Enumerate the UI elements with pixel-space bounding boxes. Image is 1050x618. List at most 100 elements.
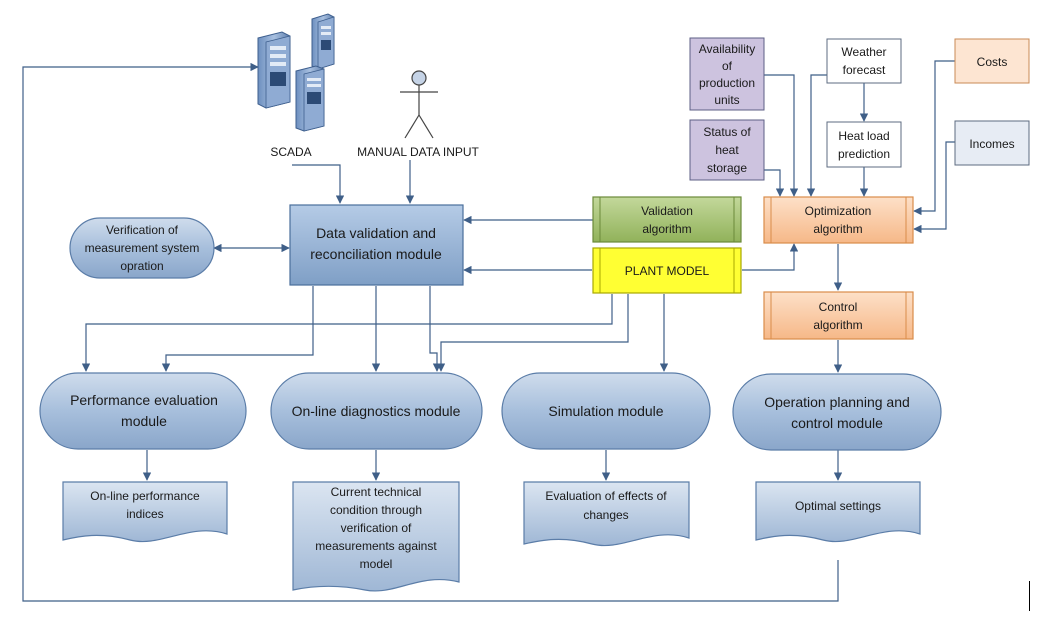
- svg-text:Evaluation of effects of: Evaluation of effects of: [545, 489, 667, 503]
- svg-text:heat: heat: [715, 143, 739, 157]
- availability-line-3: production: [699, 76, 755, 90]
- storage-line-1: Status of: [703, 125, 751, 139]
- costs-label: Costs: [977, 55, 1008, 69]
- validation-line-1: Validation: [641, 204, 693, 218]
- plant-model-label: PLANT MODEL: [625, 264, 710, 278]
- effects-line-1: Evaluation of effects of: [545, 489, 667, 503]
- svg-text:indices: indices: [126, 507, 163, 521]
- performance-module-node: Performance evaluation module: [39, 372, 247, 450]
- condition-line-1: Current technical: [331, 485, 422, 499]
- svg-text:algorithm: algorithm: [813, 222, 862, 236]
- plant-to-diagnostics-arrow: [436, 294, 629, 372]
- svg-text:Availability: Availability: [699, 42, 755, 56]
- server-icon-group: [257, 13, 335, 132]
- costs-node: Costs: [954, 38, 1030, 84]
- scada-to-dvr-arrow: [292, 164, 345, 204]
- availability-line-4: units: [714, 93, 739, 107]
- incomes-to-optimization-arrow: [913, 141, 955, 234]
- weather-line-2: forecast: [843, 63, 886, 77]
- heatload-line-2: prediction: [838, 147, 890, 161]
- dvr-to-performance-arrow: [161, 286, 314, 372]
- control-line-2: algorithm: [813, 318, 862, 332]
- server-icon: [257, 31, 291, 109]
- dvr-line-2: reconciliation module: [310, 246, 442, 262]
- dvr-module-node: Data validation and reconciliation modul…: [289, 204, 464, 286]
- person-icon: [400, 70, 438, 139]
- optimization-line-2: algorithm: [813, 222, 862, 236]
- dvr-line-1: Data validation and: [316, 225, 436, 241]
- svg-text:Weather: Weather: [841, 45, 886, 59]
- heat-load-node: Heat load prediction: [826, 121, 902, 168]
- svg-text:forecast: forecast: [843, 63, 886, 77]
- svg-text:algorithm: algorithm: [642, 222, 691, 236]
- verification-line-2: measurement system: [85, 241, 200, 255]
- weather-to-optimization-arrow: [806, 74, 827, 197]
- planning-module-node: Operation planning and control module: [732, 373, 942, 451]
- control-line-1: Control: [819, 300, 858, 314]
- svg-text:Control: Control: [819, 300, 858, 314]
- availability-to-optimization-arrow: [764, 74, 799, 197]
- condition-line-3: verification of: [341, 521, 412, 535]
- effects-line-2: changes: [583, 508, 628, 522]
- plant-to-optimization-arrow: [742, 243, 799, 271]
- optimal-settings-doc: Optimal settings: [755, 481, 921, 543]
- storage-to-optimization-arrow: [764, 169, 785, 197]
- availability-node: Availability of production units: [689, 37, 765, 111]
- server-icon: [295, 65, 325, 132]
- validation-line-2: algorithm: [642, 222, 691, 236]
- svg-text:Current technical: Current technical: [331, 485, 422, 499]
- svg-text:algorithm: algorithm: [813, 318, 862, 332]
- svg-text:Validation: Validation: [641, 204, 693, 218]
- svg-text:verification of: verification of: [341, 521, 412, 535]
- plant-model-node: PLANT MODEL: [592, 247, 742, 294]
- simulation-label: Simulation module: [548, 403, 663, 419]
- incomes-node: Incomes: [954, 120, 1030, 166]
- svg-text:Data validation and: Data validation and: [316, 225, 436, 241]
- svg-text:control module: control module: [791, 415, 883, 431]
- condition-line-4: measurements against: [315, 539, 437, 553]
- verification-line-3: opration: [120, 259, 163, 273]
- svg-text:units: units: [714, 93, 739, 107]
- costs-to-optimization-arrow: [913, 60, 955, 216]
- svg-text:Status of: Status of: [703, 125, 751, 139]
- weather-node: Weather forecast: [826, 38, 902, 84]
- availability-line-1: Availability: [699, 42, 755, 56]
- connectors: [22, 60, 955, 602]
- indices-line-1: On-line performance: [90, 489, 200, 503]
- optimal-settings-label: Optimal settings: [795, 499, 881, 513]
- validation-algorithm-node: Validation algorithm: [592, 196, 742, 243]
- performance-line-1: Performance evaluation: [70, 392, 218, 408]
- svg-text:reconciliation module: reconciliation module: [310, 246, 442, 262]
- svg-text:module: module: [121, 413, 167, 429]
- heat-storage-node: Status of heat storage: [689, 119, 765, 181]
- condition-line-2: condition through: [330, 503, 422, 517]
- svg-text:production: production: [699, 76, 755, 90]
- incomes-label: Incomes: [969, 137, 1014, 151]
- scada-label: SCADA: [270, 145, 311, 159]
- svg-text:of: of: [722, 59, 733, 73]
- svg-text:Heat load: Heat load: [838, 129, 889, 143]
- verification-line-1: Verification of: [106, 223, 179, 237]
- svg-text:On-line performance: On-line performance: [90, 489, 200, 503]
- performance-line-2: module: [121, 413, 167, 429]
- optimization-line-1: Optimization: [805, 204, 872, 218]
- svg-text:Operation planning and: Operation planning and: [764, 394, 910, 410]
- diagnostics-label: On-line diagnostics module: [292, 403, 461, 419]
- verification-node: Verification of measurement system oprat…: [69, 217, 215, 279]
- control-algorithm-node: Control algorithm: [763, 291, 914, 340]
- svg-text:measurements against: measurements against: [315, 539, 437, 553]
- performance-indices-doc: On-line performance indices: [62, 481, 228, 543]
- simulation-module-node: Simulation module: [501, 372, 711, 450]
- svg-text:Performance evaluation: Performance evaluation: [70, 392, 218, 408]
- storage-line-2: heat: [715, 143, 739, 157]
- text-cursor: [1029, 581, 1030, 611]
- availability-line-2: of: [722, 59, 733, 73]
- plant-to-performance-arrow: [81, 294, 613, 372]
- optimization-algorithm-node: Optimization algorithm: [763, 196, 914, 244]
- effects-doc: Evaluation of effects of changes: [523, 481, 690, 547]
- svg-text:prediction: prediction: [838, 147, 890, 161]
- weather-line-1: Weather: [841, 45, 886, 59]
- svg-text:changes: changes: [583, 508, 628, 522]
- planning-line-1: Operation planning and: [764, 394, 910, 410]
